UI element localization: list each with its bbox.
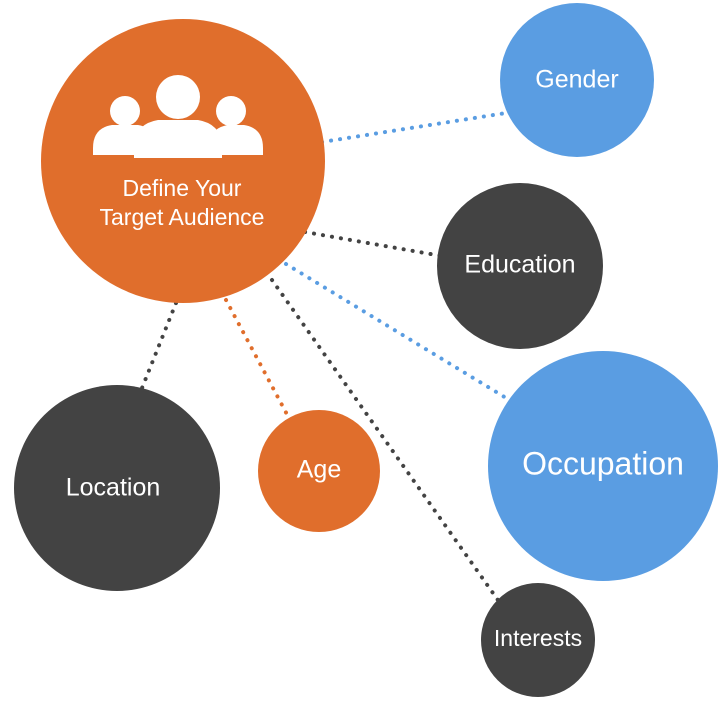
connector-location	[136, 301, 178, 400]
node-age: Age	[258, 410, 380, 532]
node-gender: Gender	[500, 3, 654, 157]
node-occupation: Occupation	[488, 351, 718, 581]
age-label: Age	[297, 456, 341, 484]
connectors	[136, 111, 518, 605]
connector-education	[303, 230, 444, 258]
location-circle	[14, 385, 220, 591]
node-education: Education	[437, 183, 603, 349]
gender-label: Gender	[535, 66, 618, 94]
center-node: Define Your Target Audience	[41, 19, 325, 303]
center-title-line2: Target Audience	[100, 204, 265, 230]
node-interests: Interests	[481, 583, 595, 697]
gender-circle	[500, 3, 654, 157]
connector-age	[224, 298, 292, 422]
education-label: Education	[464, 251, 575, 279]
users-group-icon	[93, 75, 263, 158]
age-circle	[258, 410, 380, 532]
connector-interests	[270, 278, 502, 605]
occupation-label: Occupation	[522, 445, 684, 481]
education-circle	[437, 183, 603, 349]
occupation-circle	[488, 351, 718, 581]
center-title-line1: Define Your	[123, 175, 242, 201]
center-circle	[41, 19, 325, 303]
interests-circle	[481, 583, 595, 697]
interests-label: Interests	[494, 625, 582, 651]
connector-gender	[320, 111, 508, 144]
connector-occupation	[284, 262, 518, 406]
location-label: Location	[66, 474, 161, 502]
node-location: Location	[14, 385, 220, 591]
